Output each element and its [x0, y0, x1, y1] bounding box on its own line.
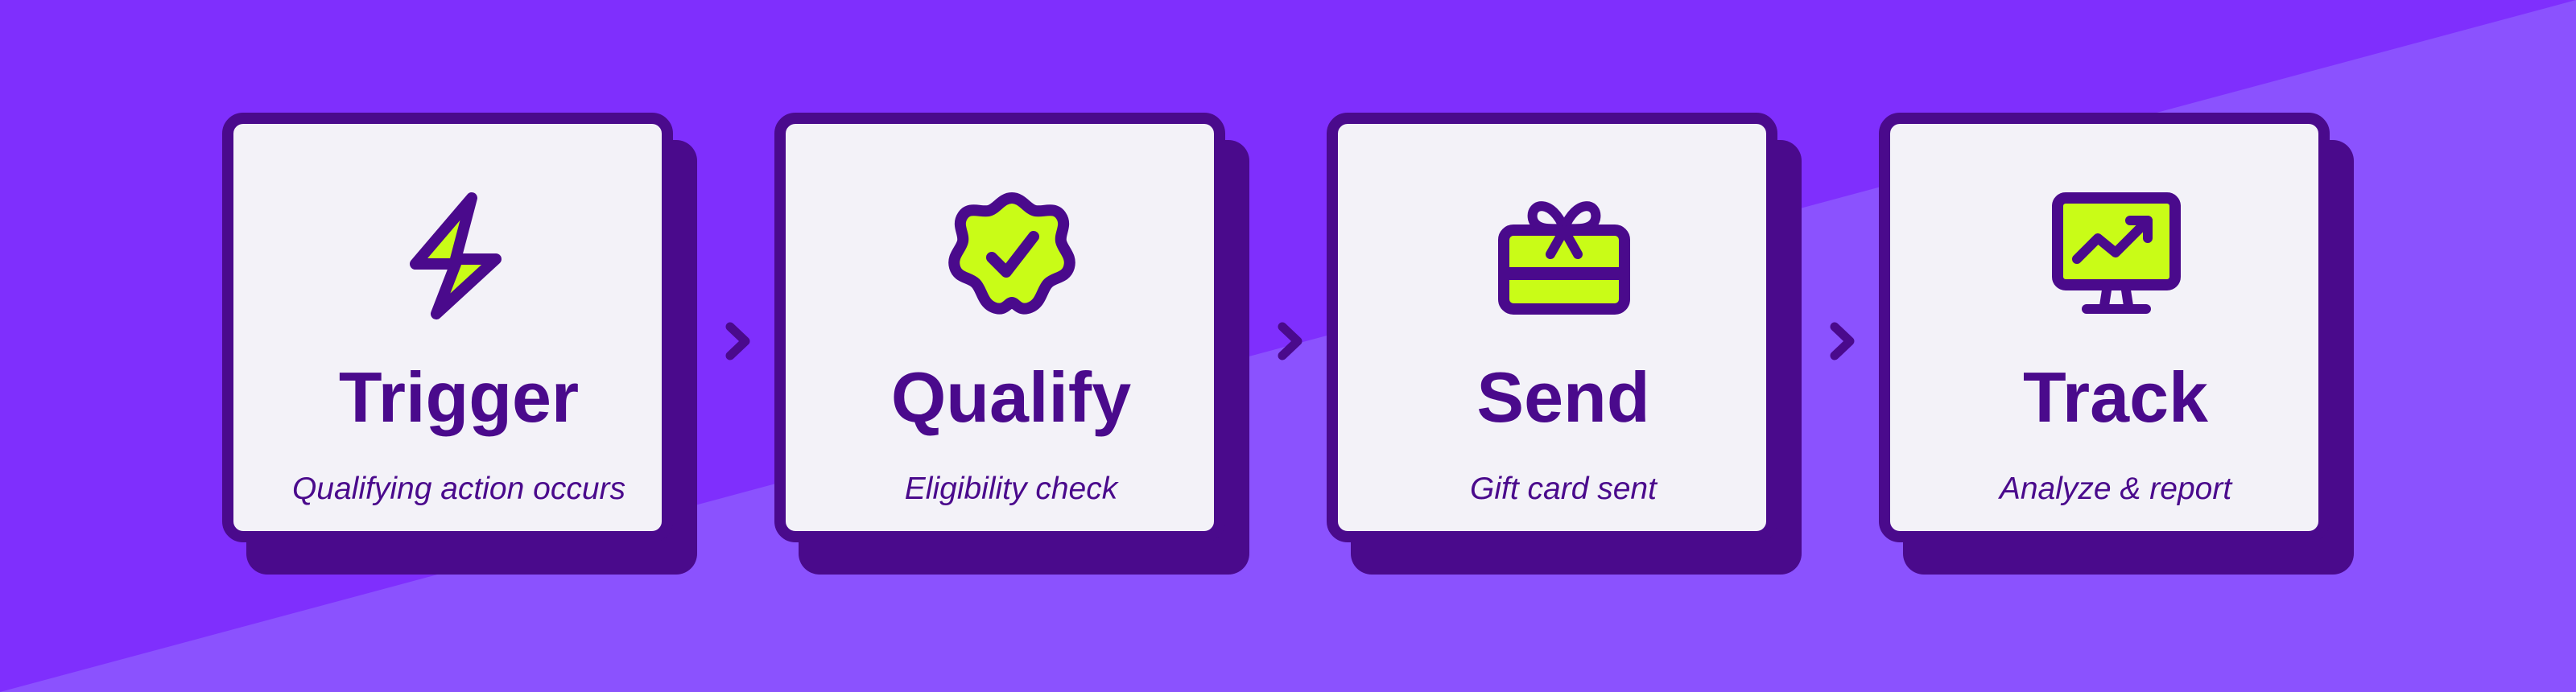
step-card-trigger: Trigger Qualifying action occurs	[222, 113, 699, 578]
step-title: Qualify	[890, 357, 1132, 437]
analytics-monitor-icon	[2052, 192, 2181, 314]
step-card-send: Send Gift card sent	[1327, 113, 1803, 578]
card-body: Trigger Qualifying action occurs	[222, 113, 673, 542]
step-card-qualify: Qualify Eligibility check	[774, 113, 1251, 578]
card-body: Track Analyze & report	[1879, 113, 2330, 542]
step-title: Send	[1476, 357, 1650, 437]
step-card-track: Track Analyze & report	[1879, 113, 2355, 578]
step-subtitle: Analyze & report	[1999, 472, 2232, 506]
lightning-bolt-icon	[410, 192, 502, 319]
gift-card-icon	[1498, 201, 1630, 315]
chevron-right-icon	[725, 322, 750, 360]
chevron-right-icon	[1830, 322, 1855, 360]
card-body: Qualify Eligibility check	[774, 113, 1225, 542]
verified-badge-icon	[948, 192, 1075, 315]
step-title: Trigger	[338, 357, 580, 437]
chevron-right-icon	[1278, 322, 1302, 360]
step-subtitle: Gift card sent	[1470, 472, 1657, 506]
card-body: Send Gift card sent	[1327, 113, 1777, 542]
step-subtitle: Qualifying action occurs	[291, 472, 626, 506]
step-title: Track	[2023, 357, 2208, 437]
step-subtitle: Eligibility check	[904, 472, 1118, 506]
